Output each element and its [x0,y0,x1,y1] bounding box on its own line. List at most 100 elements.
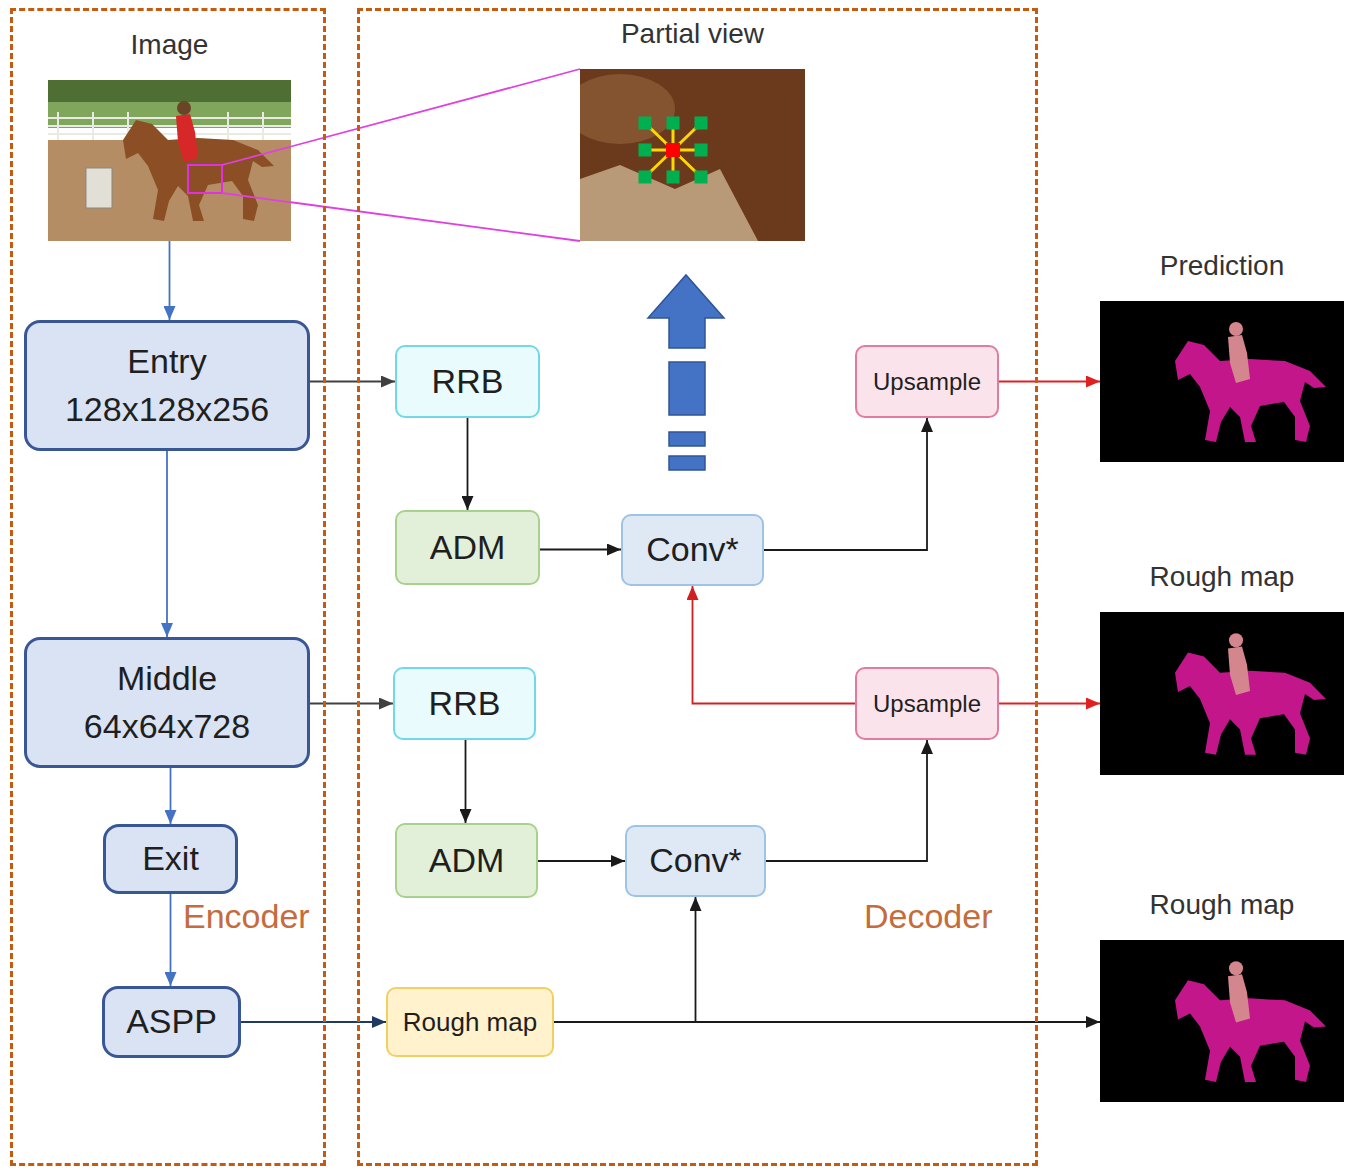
connector-arrow [166,451,168,637]
picture-part [639,117,652,130]
picture-part [48,117,291,119]
mask-background [1100,940,1344,1102]
rider-head [177,101,191,115]
rough-map-image: Rough map [1100,886,1344,1102]
picture-part [667,117,680,130]
picture-part [639,144,652,157]
connector-arrow [554,1021,1100,1023]
picture-part [48,133,291,135]
picture-part [639,171,652,184]
upsample-block: Upsample [855,667,999,740]
segmentation-mask [1175,633,1326,754]
connector-arrow [465,740,467,823]
partial-view: Partial view [580,15,805,241]
picture-part [667,171,680,184]
block-label: RRB [432,358,504,406]
zoom-box [188,165,222,193]
horse-mask [1175,341,1326,442]
mask-background [1100,301,1344,462]
block-label: Conv* [649,837,742,885]
picture-part [48,125,291,127]
prediction-image: Prediction [1100,247,1344,462]
block-label: Conv* [646,526,739,574]
block-label: ASPP [126,998,217,1046]
horse-mask [1175,980,1326,1082]
zoom-leader [222,193,291,202]
adm-block: ADM [395,510,540,585]
picture-part [695,144,708,157]
zoom-leader [222,147,291,166]
rider-mask [1228,335,1250,383]
encoder-block: Entry 128x128x256 [24,320,310,451]
block-label: ADM [429,837,505,885]
upward-arrow [648,275,724,470]
rider-mask [1229,961,1243,975]
picture-part [695,117,708,130]
grass [48,102,291,128]
arrow-dash [669,456,705,470]
zoom-picture [580,69,805,241]
connector-arrow [170,894,172,986]
segmentation-mask [1175,961,1326,1082]
sampling-points [639,117,708,184]
picture-part [262,112,264,142]
picture-part [695,171,708,184]
horse [123,120,274,221]
sampling-lines [645,123,701,177]
upsample-block: Upsample [855,345,999,418]
image-heading: Rough map [1100,558,1344,594]
rider-mask [1229,633,1243,647]
connector-arrow [554,897,696,1022]
picture-part [92,112,94,142]
decoder-region: DecoderPartial viewRRBADMConv*UpsampleRR… [357,8,1038,1166]
block-label: Upsample [873,687,981,721]
mask-background [1100,612,1344,775]
aspp-block: ASPP [102,986,241,1058]
mask-picture [1100,301,1344,462]
block-label: ADM [430,524,506,572]
connector-arrow [766,740,927,861]
barrel [86,168,112,208]
texture-patch [580,74,675,144]
conv-block: Conv* [625,825,766,897]
block-label: RRB [429,680,501,728]
arrow-dash [669,432,705,446]
connector-arrow [291,69,580,146]
zoom-leader [291,202,580,241]
picture-part [57,112,59,142]
connector-arrow [538,860,625,862]
connector-arrow [999,703,1100,705]
block-label: Middle 64x64x728 [45,655,289,750]
segmentation-mask [1175,322,1326,442]
arrow-dash [669,362,705,415]
encoder-block: Exit [103,824,238,894]
rrb-block: RRB [395,345,540,418]
rider [176,114,198,162]
block-label: Entry 128x128x256 [45,338,289,433]
connector-arrow [241,1021,386,1023]
connector-arrow [764,418,927,550]
connector-arrow [540,549,621,551]
mask-picture [1100,940,1344,1102]
connector-arrow [310,703,393,705]
adm-block: ADM [395,823,538,898]
mask-picture [1100,612,1344,775]
horse-mask [1175,652,1326,754]
connector-arrow [693,586,856,704]
block-label: Rough map [403,1004,537,1040]
fence [48,112,291,142]
encoder-region: EncoderImageEntry 128x128x256Middle 64x6… [10,8,326,1166]
region-label: Encoder [183,896,310,937]
center-point [666,143,680,157]
rough-map-image: Rough map [1100,558,1344,775]
image-heading: Partial view [580,15,805,51]
image-heading: Prediction [1100,247,1344,283]
conv-block: Conv* [621,514,764,586]
rough-map-block: Rough map [386,987,554,1057]
connector-arrow [310,381,395,383]
connector-arrow [170,768,172,824]
texture-light [580,165,758,241]
arrow-head [648,275,724,348]
photo-picture [48,80,291,241]
